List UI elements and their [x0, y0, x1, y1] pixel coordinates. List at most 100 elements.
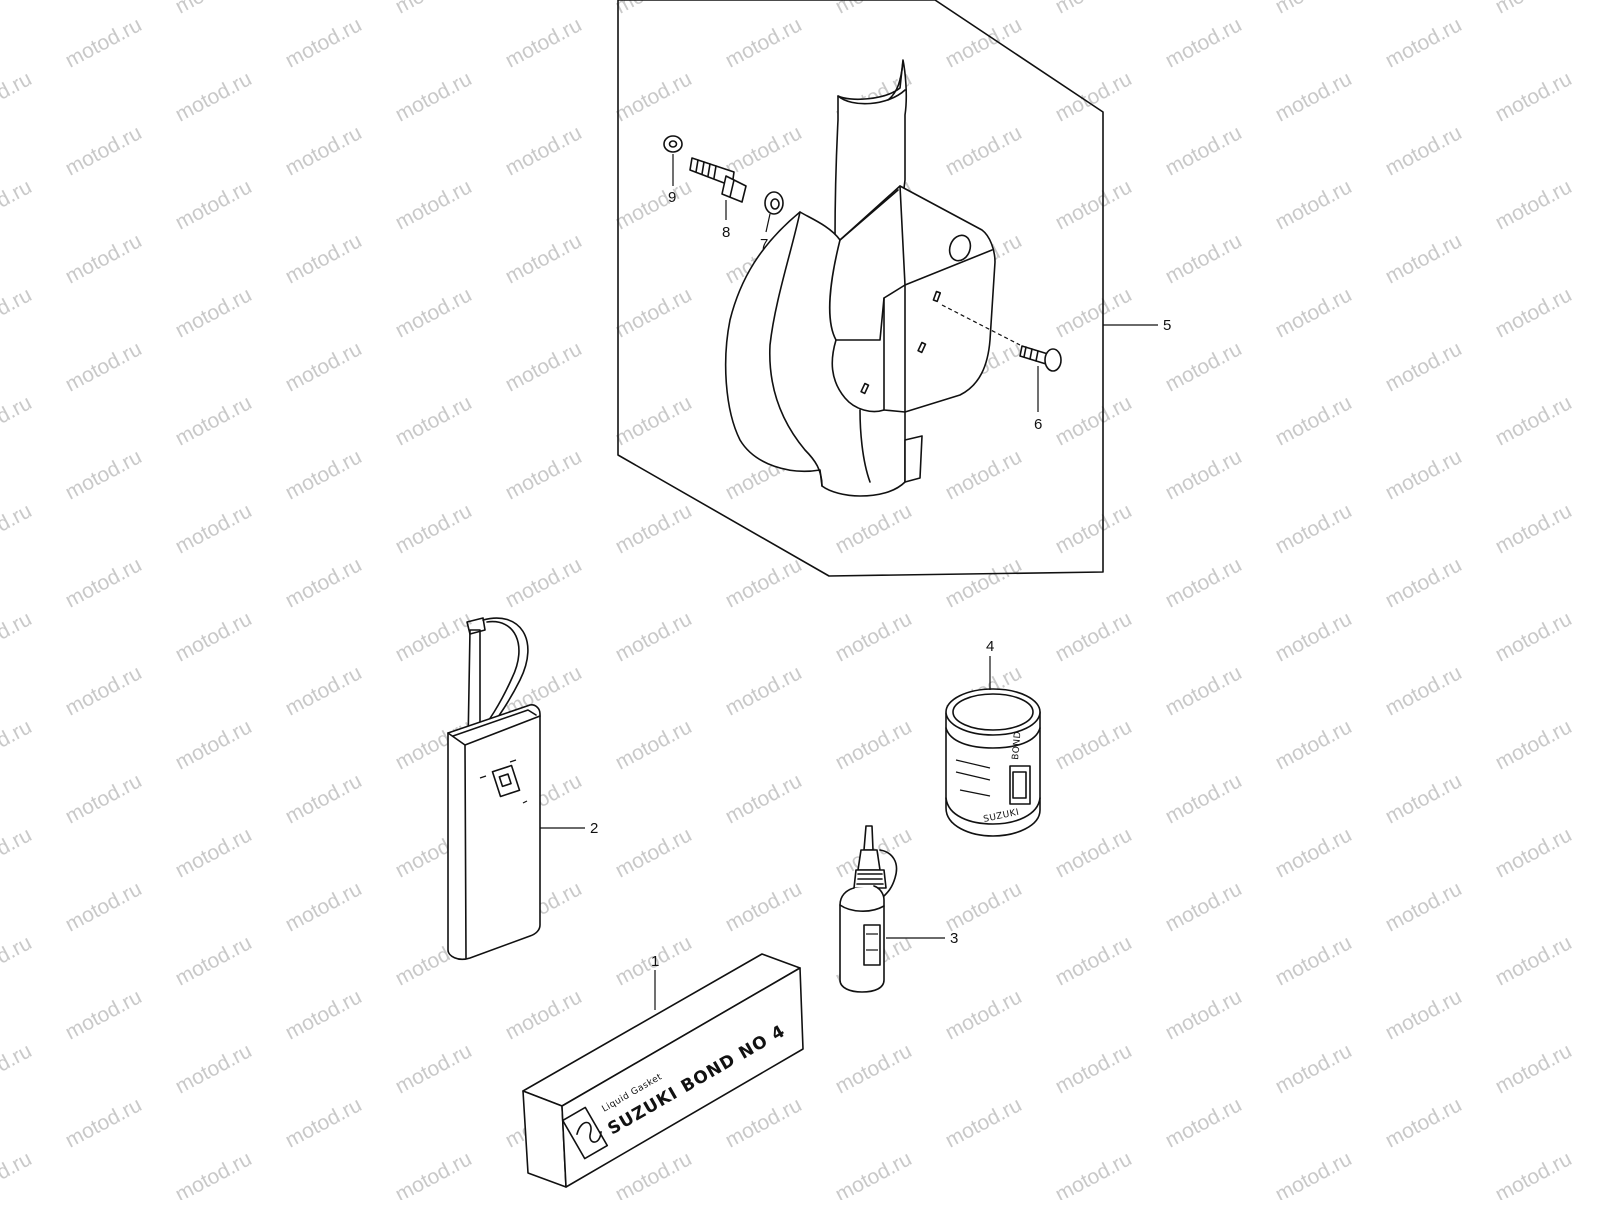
- watermark-text: motod.ru: [1382, 229, 1466, 288]
- watermark-text: motod.ru: [1052, 823, 1136, 882]
- watermark-text: motod.ru: [392, 1039, 476, 1098]
- watermark-text: motod.ru: [62, 985, 146, 1044]
- watermark-text: motod.ru: [1162, 661, 1246, 720]
- watermark-text: motod.ru: [832, 715, 916, 774]
- watermark-text: motod.ru: [1052, 499, 1136, 558]
- watermark-text: motod.ru: [1272, 283, 1356, 342]
- watermark-text: motod.ru: [282, 13, 366, 72]
- watermark-text: motod.ru: [392, 607, 476, 666]
- watermark-text: motod.ru: [1492, 823, 1576, 882]
- watermark-text: motod.ru: [1052, 715, 1136, 774]
- watermark-text: motod.ru: [1382, 769, 1466, 828]
- callout-number-8: 8: [722, 224, 730, 241]
- watermark-text: motod.ru: [1272, 931, 1356, 990]
- watermark-text: motod.ru: [172, 1147, 256, 1200]
- watermark-text: motod.ru: [1052, 391, 1136, 450]
- watermark-text: motod.ru: [1382, 121, 1466, 180]
- watermark-text: motod.ru: [172, 391, 256, 450]
- watermark-text: motod.ru: [612, 607, 696, 666]
- watermark-text: motod.ru: [502, 445, 586, 504]
- watermark-text: motod.ru: [1382, 877, 1466, 936]
- watermark-text: motod.ru: [392, 283, 476, 342]
- watermark-text: motod.ru: [62, 337, 146, 396]
- watermark-text: motod.ru: [172, 1039, 256, 1098]
- can-label-top: BOND: [1011, 731, 1023, 761]
- bond-can-part-4: BOND SUZUKI: [945, 688, 1041, 837]
- watermark-text: motod.ru: [832, 1039, 916, 1098]
- watermark-text: motod.ru: [1162, 877, 1246, 936]
- watermark-text: motod.ru: [502, 229, 586, 288]
- bolt-part-8: [689, 157, 747, 203]
- watermark-text: motod.ru: [0, 1147, 36, 1200]
- oil-tank-part-2: [447, 617, 541, 961]
- watermark-text: motod.ru: [1492, 499, 1576, 558]
- watermark-text: motod.ru: [612, 499, 696, 558]
- washer-part-9: [663, 135, 683, 153]
- watermark-text: motod.ru: [1162, 229, 1246, 288]
- watermark-text: motod.ru: [1492, 931, 1576, 990]
- cushion-part-7: [764, 191, 784, 215]
- watermark-text: motod.ru: [1492, 715, 1576, 774]
- watermark-text: motod.ru: [1382, 985, 1466, 1044]
- watermark-text: motod.ru: [1162, 121, 1246, 180]
- sealant-package-part-1: SUZUKI BOND NO 4 Liquid Gasket: [522, 953, 804, 1188]
- watermark-text: motod.ru: [612, 67, 696, 126]
- watermark-text: motod.ru: [1162, 985, 1246, 1044]
- watermark-text: motod.ru: [722, 877, 806, 936]
- watermark-text: motod.ru: [1272, 67, 1356, 126]
- watermark-text: motod.ru: [502, 985, 586, 1044]
- watermark-text: motod.ru: [282, 121, 366, 180]
- watermark-text: motod.ru: [172, 931, 256, 990]
- watermark-text: motod.ru: [1382, 445, 1466, 504]
- watermark-text: motod.ru: [172, 823, 256, 882]
- watermark-text: motod.ru: [282, 1093, 366, 1152]
- watermark-text: motod.ru: [62, 445, 146, 504]
- watermark-text: motod.ru: [1382, 553, 1466, 612]
- watermark-text: motod.ru: [1492, 67, 1576, 126]
- watermark-text: motod.ru: [0, 1039, 36, 1098]
- watermark-text: motod.ru: [722, 13, 806, 72]
- watermark-text: motod.ru: [1272, 0, 1356, 18]
- watermark-text: motod.ru: [1492, 0, 1576, 18]
- watermark-text: motod.ru: [62, 13, 146, 72]
- watermark-text: motod.ru: [1272, 391, 1356, 450]
- watermark-text: motod.ru: [832, 0, 916, 18]
- watermark-text: motod.ru: [282, 877, 366, 936]
- watermark-text: motod.ru: [0, 715, 36, 774]
- watermark-text: motod.ru: [942, 121, 1026, 180]
- watermark-text: motod.ru: [612, 175, 696, 234]
- watermark-text: motod.ru: [1382, 13, 1466, 72]
- watermark-text: motod.ru: [722, 769, 806, 828]
- watermark-text: motod.ru: [62, 1093, 146, 1152]
- watermark-text: motod.ru: [0, 283, 36, 342]
- watermark-text: motod.ru: [62, 229, 146, 288]
- watermark-text: motod.ru: [612, 1147, 696, 1200]
- watermark-text: motod.ru: [1382, 337, 1466, 396]
- watermark-text: motod.ru: [172, 715, 256, 774]
- watermark-text: motod.ru: [0, 823, 36, 882]
- watermark-text: motod.ru: [1162, 13, 1246, 72]
- callout-number-3: 3: [950, 930, 958, 947]
- watermark-text: motod.ru: [1162, 553, 1246, 612]
- watermark-text: motod.ru: [1162, 445, 1246, 504]
- watermark-text: motod.ru: [942, 985, 1026, 1044]
- watermark-text: motod.ru: [172, 607, 256, 666]
- oil-bottle-part-3: [839, 825, 898, 993]
- watermark-text: motod.ru: [392, 175, 476, 234]
- watermark-text: motod.ru: [502, 553, 586, 612]
- watermark-text: motod.ru: [612, 391, 696, 450]
- watermark-text: motod.ru: [0, 391, 36, 450]
- watermark-text: motod.ru: [722, 553, 806, 612]
- watermark-text: motod.ru: [1492, 607, 1576, 666]
- watermark-text: motod.ru: [282, 553, 366, 612]
- watermark-text: motod.ru: [1272, 715, 1356, 774]
- watermark-text: motod.ru: [62, 661, 146, 720]
- screw-part-6: [1019, 345, 1062, 372]
- watermark-text: motod.ru: [612, 0, 696, 18]
- watermark-text: motod.ru: [282, 985, 366, 1044]
- watermark-text: motod.ru: [1272, 823, 1356, 882]
- watermark-text: motod.ru: [62, 877, 146, 936]
- callout-number-9: 9: [668, 189, 676, 206]
- watermark-text: motod.ru: [1382, 1093, 1466, 1152]
